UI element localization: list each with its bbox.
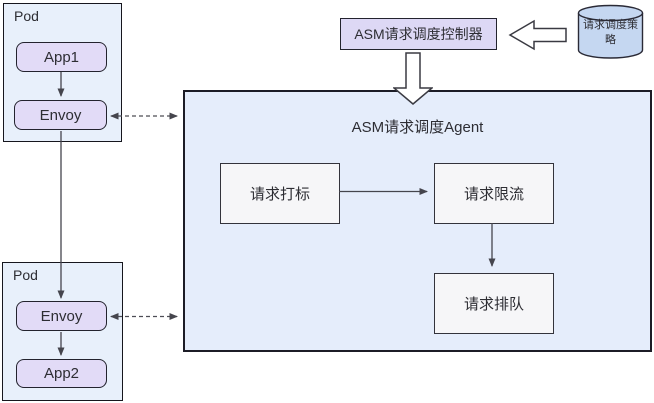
- asm-agent-title: ASM请求调度Agent: [351, 119, 484, 136]
- asm-agent-container: ASM请求调度Agent 请求打标 请求限流 请求排队: [183, 90, 652, 352]
- envoy2-node: Envoy: [16, 301, 107, 331]
- app2-node: App2: [16, 359, 107, 388]
- app1-node: App1: [16, 42, 107, 72]
- policy-store-label: 请求调度策略: [583, 19, 638, 46]
- step-request-throttling: 请求限流: [434, 163, 554, 224]
- pod2-label: Pod: [13, 267, 38, 283]
- envoy1-node: Envoy: [14, 100, 107, 130]
- pod1-container: Pod App1 Envoy: [3, 3, 122, 142]
- database-cylinder-icon: [577, 4, 644, 59]
- asm-controller-box: ASM请求调度控制器: [340, 18, 497, 50]
- policy-store: 请求调度策略: [577, 4, 644, 60]
- step-request-queuing: 请求排队: [434, 273, 554, 334]
- step-request-tagging: 请求打标: [220, 163, 340, 224]
- block-arrow-left-icon: [508, 19, 567, 51]
- pod2-container: Pod Envoy App2: [2, 262, 123, 401]
- pod1-label: Pod: [14, 8, 39, 24]
